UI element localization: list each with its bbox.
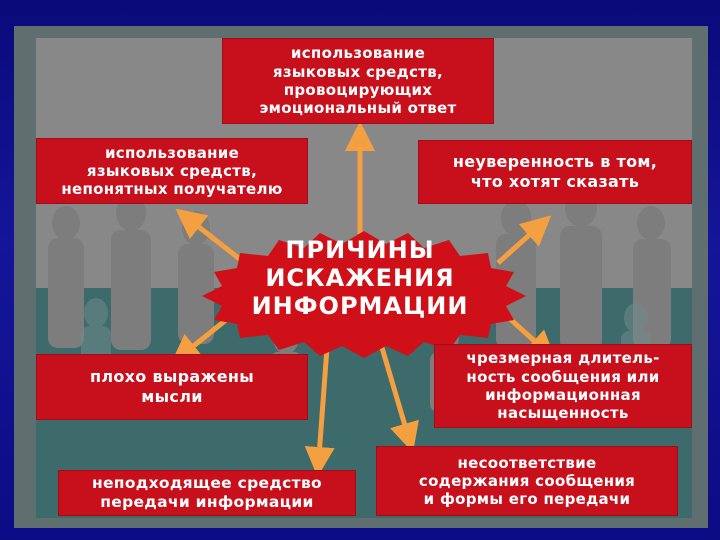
cause-box-unsuitable-medium: неподходящее средство передачи информаци…: [58, 470, 356, 516]
arrow-upper-right: [496, 215, 552, 265]
diagram-title: ПРИЧИНЫ ИСКАЖЕНИЯ ИНФОРМАЦИИ: [251, 235, 469, 321]
arrows-layer: [170, 120, 557, 477]
cause-box-emotional-language: использование языковых средств, провоцир…: [222, 38, 494, 124]
cause-box-uncertainty: неуверенность в том, что хотят сказать: [418, 140, 692, 204]
cause-box-poorly-expressed: плохо выражены мысли: [36, 354, 308, 420]
cause-box-unclear-language: использование языковых средств, непонятн…: [36, 138, 308, 204]
arrow-upper-left: [175, 208, 243, 262]
cause-box-excessive-length: чрезмерная длитель- ность сообщения или …: [434, 344, 692, 428]
arrow-bottom-right: [375, 333, 419, 453]
arrow-bottom-left: [304, 333, 335, 477]
center-burst: [202, 231, 526, 358]
cause-box-mismatch: несоответствие содержания сообщения и фо…: [376, 446, 678, 516]
